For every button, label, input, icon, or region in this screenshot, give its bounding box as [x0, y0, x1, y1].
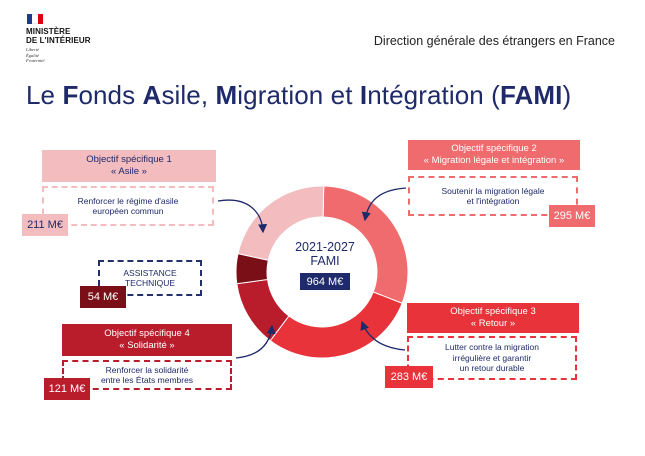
direction-label: Direction générale des étrangers en Fran…	[373, 34, 615, 48]
technical-assistance-amount: 54 M€	[80, 286, 126, 308]
objective-4-description: Renforcer la solidarité entre les États …	[62, 360, 232, 390]
objective-3-amount: 283 M€	[385, 366, 433, 388]
objective-2-amount: 295 M€	[549, 205, 595, 227]
title-part: sile,	[161, 80, 216, 110]
objective-3-description: Lutter contre la migration irrégulière e…	[407, 336, 577, 380]
title-part: onds	[78, 80, 143, 110]
donut-slice-os1	[237, 185, 325, 261]
republic-motto: Liberté Égalité Fraternité	[26, 47, 45, 63]
title-part: I	[359, 80, 368, 110]
title-part: igration et	[237, 80, 360, 110]
ministry-name: MINISTÈRE DE L'INTÉRIEUR	[26, 27, 91, 45]
donut-slice-os3	[269, 291, 403, 359]
arrow-os2	[361, 187, 407, 222]
objective-3-header: Objectif spécifique 3 « Retour »	[407, 303, 579, 333]
arrow-os1	[217, 199, 268, 234]
title-part: Le	[26, 80, 63, 110]
page-title: Le Fonds Asile, Migration et Intégration…	[26, 80, 571, 111]
total-amount-badge: 964 M€	[300, 273, 350, 290]
objective-2-header: Objectif spécifique 2 « Migration légale…	[408, 140, 580, 170]
title-part: F	[62, 80, 79, 110]
objective-1-header: Objectif spécifique 1 « Asile »	[42, 150, 216, 182]
title-part: M	[215, 80, 238, 110]
arrow-os4	[235, 324, 276, 359]
objective-1-amount: 211 M€	[22, 214, 68, 236]
objective-4-header: Objectif spécifique 4 « Solidarité »	[62, 324, 232, 356]
title-part: ntégration (	[367, 80, 500, 110]
title-part: A	[142, 80, 162, 110]
ministry-logo: MINISTÈRE DE L'INTÉRIEUR Liberté Égalité…	[26, 14, 116, 64]
french-flag-icon	[27, 14, 43, 24]
arrow-os3	[360, 320, 406, 351]
center-label: 2021-2027 FAMI	[295, 240, 355, 268]
objective-1-description: Renforcer le régime d'asile européen com…	[42, 186, 214, 226]
title-part: FAMI	[499, 80, 563, 110]
objective-4-amount: 121 M€	[44, 378, 90, 400]
title-part: )	[562, 80, 572, 110]
